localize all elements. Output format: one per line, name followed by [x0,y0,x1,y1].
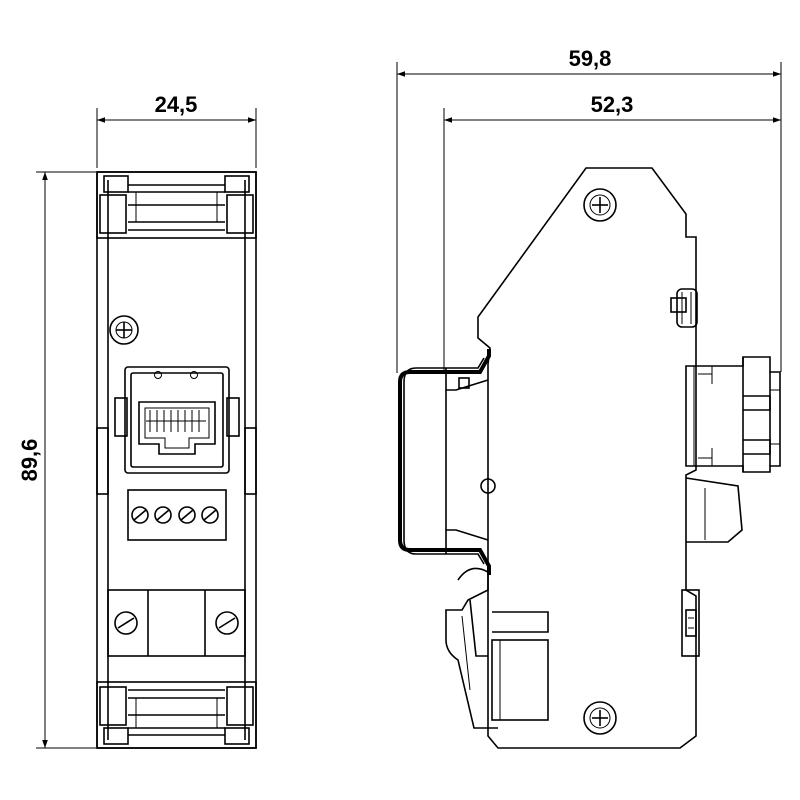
side-body-depth-dimension: 52,3 [444,92,781,123]
side-total-depth-dimension: 59,8 [397,46,781,77]
terminal-screw-icon [201,506,219,524]
rail-latch [445,368,496,554]
front-screw-icon [109,315,139,345]
terminal-side-profile [681,477,743,657]
rj45-socket-icon [114,366,240,474]
bracket-screw-icon [114,611,138,635]
side-top-screw-icon [583,188,617,222]
bottom-din-clip [96,681,257,749]
front-view: 24,5 89,6 [17,92,257,749]
top-din-clip [96,171,257,239]
terminal-screw-icon [131,506,149,524]
side-view: 59,8 52,3 [396,46,782,749]
side-total-depth-label: 59,8 [569,46,612,71]
rj45-side-profile [685,356,781,473]
fixing-bracket [107,589,246,657]
side-bottom-screw-icon [583,701,617,735]
release-latch [445,567,549,729]
terminal-block [127,489,227,541]
bracket-screw-icon [215,611,239,635]
side-ground-screw-icon [670,288,698,328]
din-rail-section [398,349,491,575]
side-body-depth-label: 52,3 [591,92,634,117]
terminal-screw-icon [178,506,196,524]
front-height-label: 89,6 [17,439,42,482]
front-housing-outline [96,171,257,749]
front-height-dimension: 89,6 [17,172,48,748]
front-width-dimension: 24,5 [97,92,256,123]
side-housing-outline [477,167,697,749]
front-width-label: 24,5 [155,92,198,117]
terminal-screw-icon [154,506,172,524]
